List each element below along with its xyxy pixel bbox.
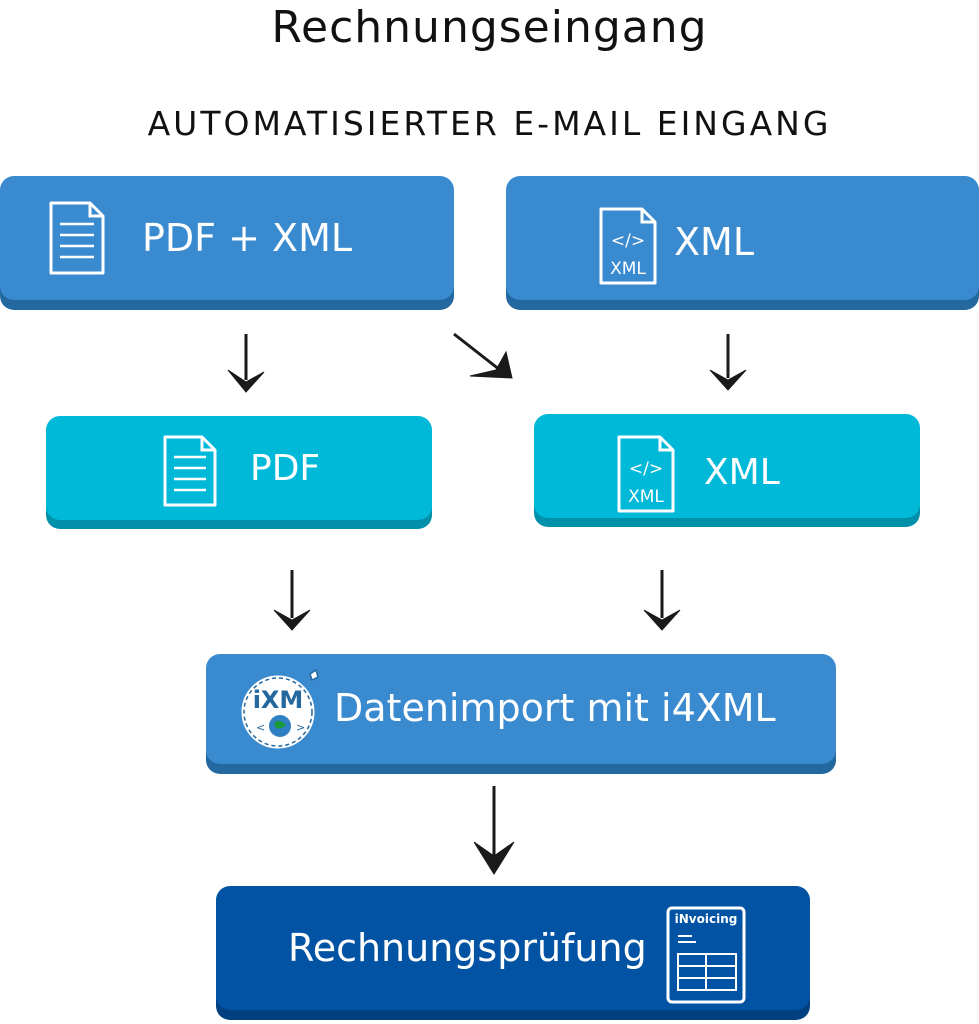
import-box: iXM < > Datenimport mit i4XML [206, 654, 836, 764]
pruefung-label: Rechnungsprüfung [288, 926, 647, 970]
arrow-pdf-to-import [273, 570, 311, 631]
xml-mid-text: XML [628, 487, 664, 507]
arrow-pdfxml-to-xml [453, 332, 513, 379]
pdf-box: PDF [46, 416, 432, 520]
invoicing-document-icon: iNvoicing [666, 906, 746, 1004]
xml-mid-label: XML [704, 452, 780, 493]
diagram-subtitle: AUTOMATISIERTER E-MAIL EINGANG [147, 104, 832, 143]
arrow-import-to-pruefung [473, 786, 515, 875]
xml-document-icon: </> XML [617, 435, 675, 513]
invoicing-text: iNvoicing [675, 912, 738, 926]
xml-top-label: XML [674, 220, 754, 264]
ixm-logo-icon: iXM < > [238, 668, 319, 752]
arrow-xml-to-xml [709, 334, 747, 391]
pdf-document-icon [163, 435, 217, 507]
svg-text:<: < [256, 721, 265, 734]
xml-top-tag: </> [611, 231, 645, 251]
pruefung-box: Rechnungsprüfung iNvoicing [216, 886, 810, 1010]
xml-mid-tag: </> [629, 459, 663, 479]
xml-document-icon: </> XML [599, 207, 657, 285]
xml-top-text: XML [610, 259, 646, 279]
arrow-pdfxml-to-pdf [227, 334, 265, 393]
diagram-title: Rechnungseingang [271, 2, 708, 53]
pdf-document-icon [49, 201, 105, 275]
ixm-logo-text: iXM [253, 686, 304, 714]
import-label: Datenimport mit i4XML [334, 686, 776, 730]
arrow-xml-to-import [643, 570, 681, 631]
pdf-label: PDF [250, 448, 321, 489]
svg-text:>: > [296, 721, 305, 734]
pdf-xml-label: PDF + XML [142, 216, 353, 260]
xml-top-box: </> XML XML [506, 176, 979, 300]
xml-mid-box: </> XML XML [534, 414, 920, 518]
pdf-xml-box: PDF + XML [0, 176, 454, 300]
